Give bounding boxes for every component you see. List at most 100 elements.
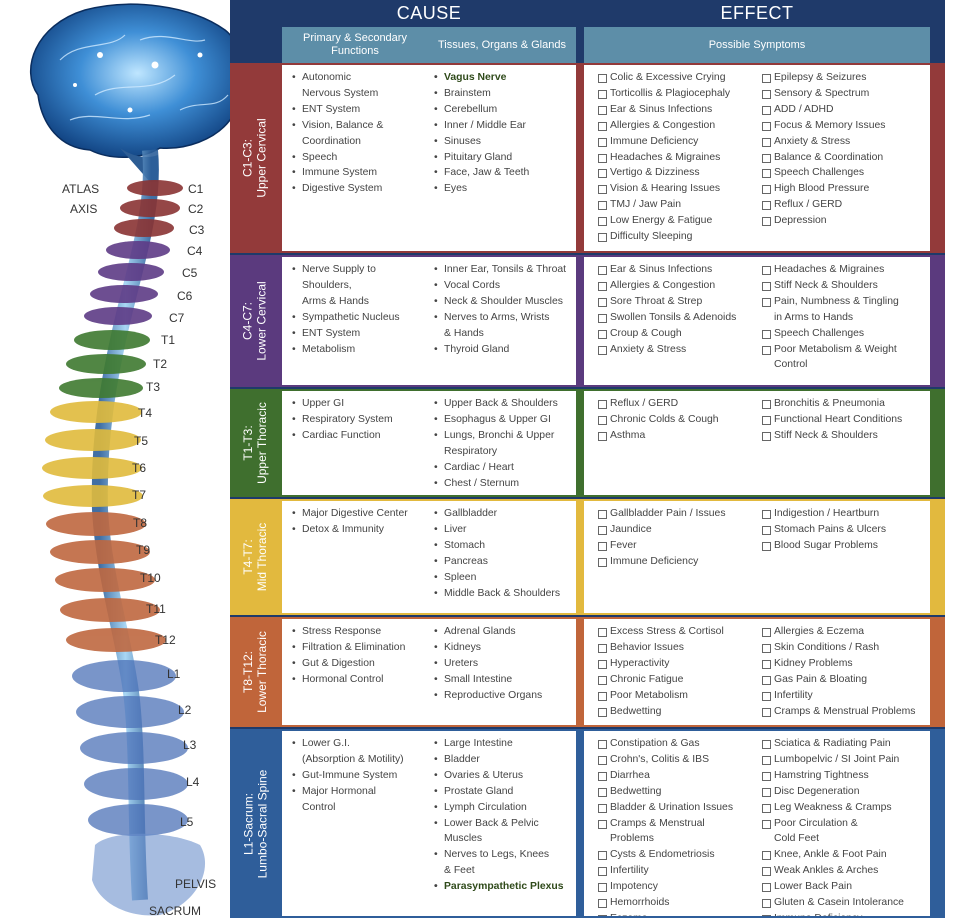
list-item: Muscles xyxy=(444,833,483,845)
list-item: ADD / ADHD xyxy=(761,102,929,118)
list-item: Stiff Neck & Shoulders xyxy=(761,278,929,294)
list-item: Neck & Shoulder Muscles xyxy=(432,294,576,310)
list-item: Poor Metabolism & Weight xyxy=(761,342,929,358)
list-item: Poor Circulation & xyxy=(761,816,929,832)
list-item: Immune Deficiency xyxy=(597,554,759,570)
effect-header: EFFECT xyxy=(720,3,794,23)
vertebra-label: C2 xyxy=(188,202,204,216)
axis-label: AXIS xyxy=(70,202,98,216)
list-item: Lower G.I. xyxy=(290,736,428,752)
vertebrae-thoracic-upper xyxy=(59,330,150,398)
list-item: Lymph Circulation xyxy=(432,800,576,816)
list-item: & Feet xyxy=(444,865,475,877)
list-item: Control xyxy=(774,359,808,371)
list-item: Thyroid Gland xyxy=(432,342,576,358)
section-band: T4-T7:Mid Thoracic Major Digestive Center… xyxy=(230,499,945,615)
list-item: Speech Challenges xyxy=(761,165,929,181)
list-item: Autonomic xyxy=(290,70,428,86)
vertebra-label: C4 xyxy=(187,244,203,258)
list-item: ENT System xyxy=(290,326,428,342)
vertebra-label: L1 xyxy=(167,667,181,681)
list-item: Bladder & Urination Issues xyxy=(597,800,759,816)
list-item: Esophagus & Upper GI xyxy=(432,412,576,428)
spine-svg xyxy=(29,3,246,916)
list-item: Stress Response xyxy=(290,624,428,640)
list-item: Cramps & Menstrual Problems xyxy=(761,704,929,720)
list-item: Cardiac / Heart xyxy=(432,460,576,476)
section-band: L1-Sacrum:Lumbo-Sacral SpineLower G.I.(A… xyxy=(230,729,945,918)
list-item: Reflux / GERD xyxy=(761,197,929,213)
cause-cell: Major Digestive CenterDetox & ImmunityGa… xyxy=(282,501,576,613)
list-item: Disc Degeneration xyxy=(761,784,929,800)
item-list: Upper Back & ShouldersEsophagus & Upper … xyxy=(432,396,576,491)
vertebra-label: C5 xyxy=(182,266,198,280)
list-item: Sensory & Spectrum xyxy=(761,86,929,102)
section-band: T1-T3:Upper ThoracicUpper GIRespiratory … xyxy=(230,389,945,497)
list-item: Ear & Sinus Infections xyxy=(597,262,759,278)
list-item: Behavior Issues xyxy=(597,640,759,656)
list-item: Stomach xyxy=(432,538,576,554)
list-item: Torticollis & Plagiocephaly xyxy=(597,86,759,102)
list-item: Major Hormonal xyxy=(290,784,428,800)
section-label: T1-T3:Upper Thoracic xyxy=(230,389,280,497)
list-item: Hemorrhoids xyxy=(597,895,759,911)
list-item: Bedwetting xyxy=(597,704,759,720)
tissues-header: Tissues, Organs & Glands xyxy=(428,27,576,63)
section-label: T8-T12:Lower Thoracic xyxy=(230,617,280,727)
section-label-text: L1-Sacrum:Lumbo-Sacral Spine xyxy=(241,769,270,878)
list-item: Blood Sugar Problems xyxy=(761,538,929,554)
list-item: Hormonal Control xyxy=(290,672,428,688)
list-item: Vertigo & Dizziness xyxy=(597,165,759,181)
list-item: Knee, Ankle & Foot Pain xyxy=(761,847,929,863)
list-item: Immune System xyxy=(290,165,428,181)
list-item: Hamstring Tightness xyxy=(761,768,929,784)
list-item: Anxiety & Stress xyxy=(597,342,759,358)
list-item: Lower Back Pain xyxy=(761,879,929,895)
list-item: Middle Back & Shoulders xyxy=(432,586,576,602)
list-item: Swollen Tonsils & Adenoids xyxy=(597,310,759,326)
list-item: Problems xyxy=(610,833,654,845)
list-item: Pain, Numbness & Tingling xyxy=(761,294,929,310)
section-label-text: T4-T7:Mid Thoracic xyxy=(241,522,269,592)
list-item: Epilepsy & Seizures xyxy=(761,70,929,86)
list-item: Bronchitis & Pneumonia xyxy=(761,396,929,412)
list-item: in Arms to Hands xyxy=(774,311,854,323)
list-item: Metabolism xyxy=(290,342,428,358)
list-item: Low Energy & Fatigue xyxy=(597,213,759,229)
brain-graphic xyxy=(29,3,246,182)
list-item: Respiratory System xyxy=(290,412,428,428)
vertebra-label: C3 xyxy=(189,223,205,237)
list-item: Inner / Middle Ear xyxy=(432,118,576,134)
vertebra-label: C7 xyxy=(169,311,185,325)
list-item: Gut & Digestion xyxy=(290,656,428,672)
spine-illustration: ATLAS AXIS C1 C2 C3 C4 C5 C6 C7 T1 T2 T3… xyxy=(0,0,246,918)
section-label: C1-C3:Upper Cervical xyxy=(230,63,280,253)
section-label: T4-T7:Mid Thoracic xyxy=(230,499,280,615)
list-item: Reproductive Organs xyxy=(432,688,576,704)
vertebra-label: T1 xyxy=(161,333,176,347)
list-item: Diarrhea xyxy=(597,768,759,784)
list-item: Large Intestine xyxy=(432,736,576,752)
list-item: Headaches & Migraines xyxy=(761,262,929,278)
list-item: Brainstem xyxy=(432,86,576,102)
list-item: TMJ / Jaw Pain xyxy=(597,197,759,213)
list-item: Lungs, Bronchi & Upper xyxy=(432,428,576,444)
section-band: C1-C3:Upper CervicalAutonomicNervous Sys… xyxy=(230,63,945,253)
list-item: Gallbladder Pain / Issues xyxy=(597,506,759,522)
list-item: Eyes xyxy=(432,181,576,197)
vertebra-label: T12 xyxy=(155,633,176,647)
list-item: Adrenal Glands xyxy=(432,624,576,640)
list-item: Nerves to Arms, Wrists xyxy=(432,310,576,326)
list-item: Ureters xyxy=(432,656,576,672)
list-item: Allergies & Eczema xyxy=(761,624,929,640)
list-item: Cramps & Menstrual xyxy=(597,816,759,832)
